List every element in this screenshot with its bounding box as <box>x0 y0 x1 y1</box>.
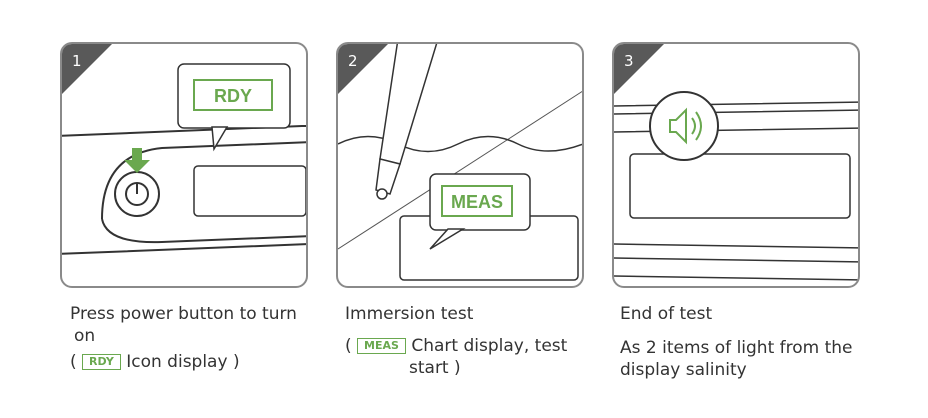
step-note-cont: start ) <box>409 358 461 378</box>
meter-immersion-illustration: MEAS <box>338 44 582 281</box>
step-title-cont: on <box>74 326 96 346</box>
paren: ( <box>70 352 77 372</box>
rdy-display: RDY <box>214 86 252 106</box>
step-1-caption: Press power button to turn on ( RDY Icon… <box>70 303 297 373</box>
step-title: Immersion test <box>345 304 474 324</box>
step-note: Icon display ) <box>126 352 240 372</box>
step-2-panel: MEAS 2 <box>336 42 584 288</box>
meter-end-illustration <box>614 44 858 281</box>
step-note: As 2 items of light from the <box>620 338 853 358</box>
step-3-panel: 3 <box>612 42 860 288</box>
step-number: 3 <box>624 52 634 70</box>
arrow-down-icon <box>124 148 150 173</box>
speaker-icon <box>669 107 702 145</box>
step-number: 2 <box>348 52 358 70</box>
meas-tag: MEAS <box>357 338 406 354</box>
step-1-panel: RDY 1 <box>60 42 308 288</box>
step-note: Chart display, test <box>411 336 568 356</box>
meas-display: MEAS <box>451 192 503 212</box>
step-title: End of test <box>620 304 713 324</box>
rdy-tag: RDY <box>82 354 121 370</box>
step-note-cont: display salinity <box>620 360 747 380</box>
step-title: Press power button to turn <box>70 304 297 324</box>
step-2-caption: Immersion test ( MEAS Chart display, tes… <box>345 303 567 379</box>
step-3-caption: End of test As 2 items of light from the… <box>620 303 853 381</box>
step-number: 1 <box>72 52 82 70</box>
meter-power-illustration: RDY <box>62 44 306 255</box>
paren: ( <box>345 336 352 356</box>
